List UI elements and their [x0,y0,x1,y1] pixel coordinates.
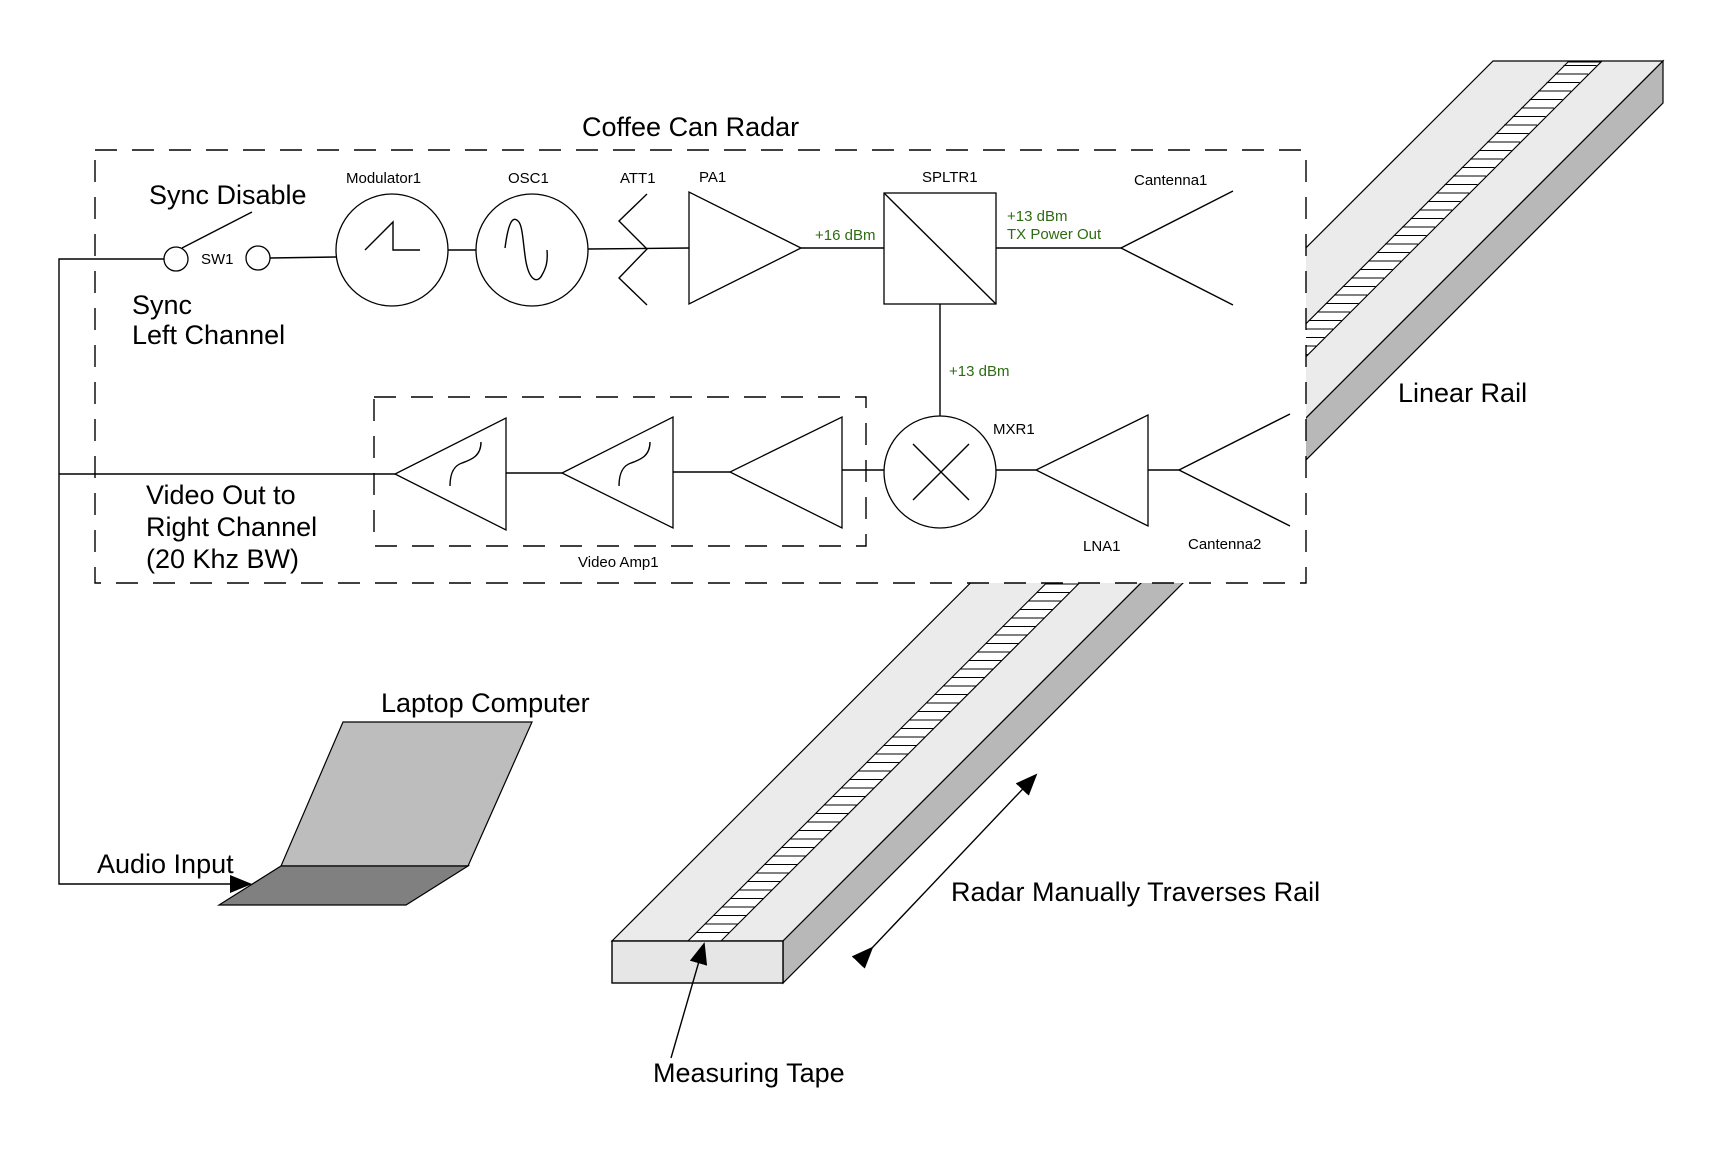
rail-front-face [611,940,784,984]
splitter1: SPLTR1 [883,169,997,305]
video-amp-box [373,396,867,547]
lna-label: LNA1 [1083,538,1121,555]
video-amp-stage-1 [393,416,507,532]
laptop-keyboard [216,865,471,906]
modulator-label: Modulator1 [346,170,421,187]
pa-triangle [688,190,803,306]
splitter-diagonal [883,192,997,305]
cantenna1-antenna-icon [1119,190,1234,306]
filter-amp-triangle-2 [560,415,674,530]
video-amp-stage-3 [728,415,843,530]
sw1-label: SW1 [201,251,234,268]
sine-wave-icon [504,218,548,281]
laptop-label: Laptop Computer [381,688,590,718]
lna-triangle [1034,413,1149,528]
att1: ATT1 [618,170,656,306]
amp-triangle-3 [728,415,843,530]
sw1-left-terminal [163,246,189,272]
osc-to-pa-wire [587,247,690,250]
pa-output-power: +16 dBm [815,227,875,244]
osc-label: OSC1 [508,170,549,187]
mixer1: MXR1 [883,415,1035,529]
sw1-lever [181,211,253,249]
linear-rail [610,59,1665,985]
tx-power-value: +13 dBm [1007,208,1067,225]
att-label: ATT1 [620,170,656,187]
laptop-screen [280,721,533,867]
sw1-to-modulator-wire [269,256,337,259]
cantenna1: Cantenna1 [1119,172,1234,306]
cantenna2-label: Cantenna2 [1188,536,1261,553]
pa-label: PA1 [699,169,726,186]
sync-label: Sync [132,290,192,320]
video-out-label-1: Video Out to [146,480,296,510]
oscillator-circle [475,193,589,307]
diagram-title: Coffee Can Radar [582,112,799,142]
filter-curve-icon-2 [618,441,651,487]
audio-input-wire [58,258,252,893]
modulator1: Modulator1 [335,170,449,307]
pa1: PA1 [688,169,803,306]
tx-power-label: TX Power Out [1007,226,1102,243]
filter-curve-icon-1 [449,441,482,487]
lna1: LNA1 [1034,413,1149,555]
linear-rail-label: Linear Rail [1398,378,1527,408]
cantenna2: Cantenna2 [1177,413,1291,553]
radar-enclosure-box [94,149,1307,584]
audio-input-label: Audio Input [97,849,234,879]
measuring-tape-label: Measuring Tape [653,1058,845,1088]
video-amp-label: Video Amp1 [578,554,659,571]
mixer-circle [883,415,997,529]
osc1: OSC1 [475,170,589,307]
lo-power-level: +13 dBm [949,363,1009,380]
modulator-circle [335,193,449,307]
sync-disable-label: Sync Disable [149,180,307,210]
video-amp-stage-2 [560,415,674,530]
sw1-switch: SW1 [163,211,271,272]
attenuator-symbol [618,193,648,306]
mixer-label: MXR1 [993,421,1035,438]
cantenna1-label: Cantenna1 [1134,172,1207,189]
laptop-computer [216,721,533,906]
splitter-label: SPLTR1 [922,169,978,186]
sawtooth-icon [364,220,420,251]
traverse-label: Radar Manually Traverses Rail [951,877,1320,907]
video-out-label-3: (20 Khz BW) [146,544,299,574]
cantenna2-antenna-icon [1177,413,1291,527]
sw1-right-terminal [245,245,271,271]
filter-amp-triangle-1 [393,416,507,532]
measuring-tape-pointer-arrow [670,942,708,1059]
traverse-double-arrow [851,773,1038,969]
video-out-label-2: Right Channel [146,512,317,542]
mixer-x-stroke-2 [912,443,970,501]
left-channel-label: Left Channel [132,320,285,350]
